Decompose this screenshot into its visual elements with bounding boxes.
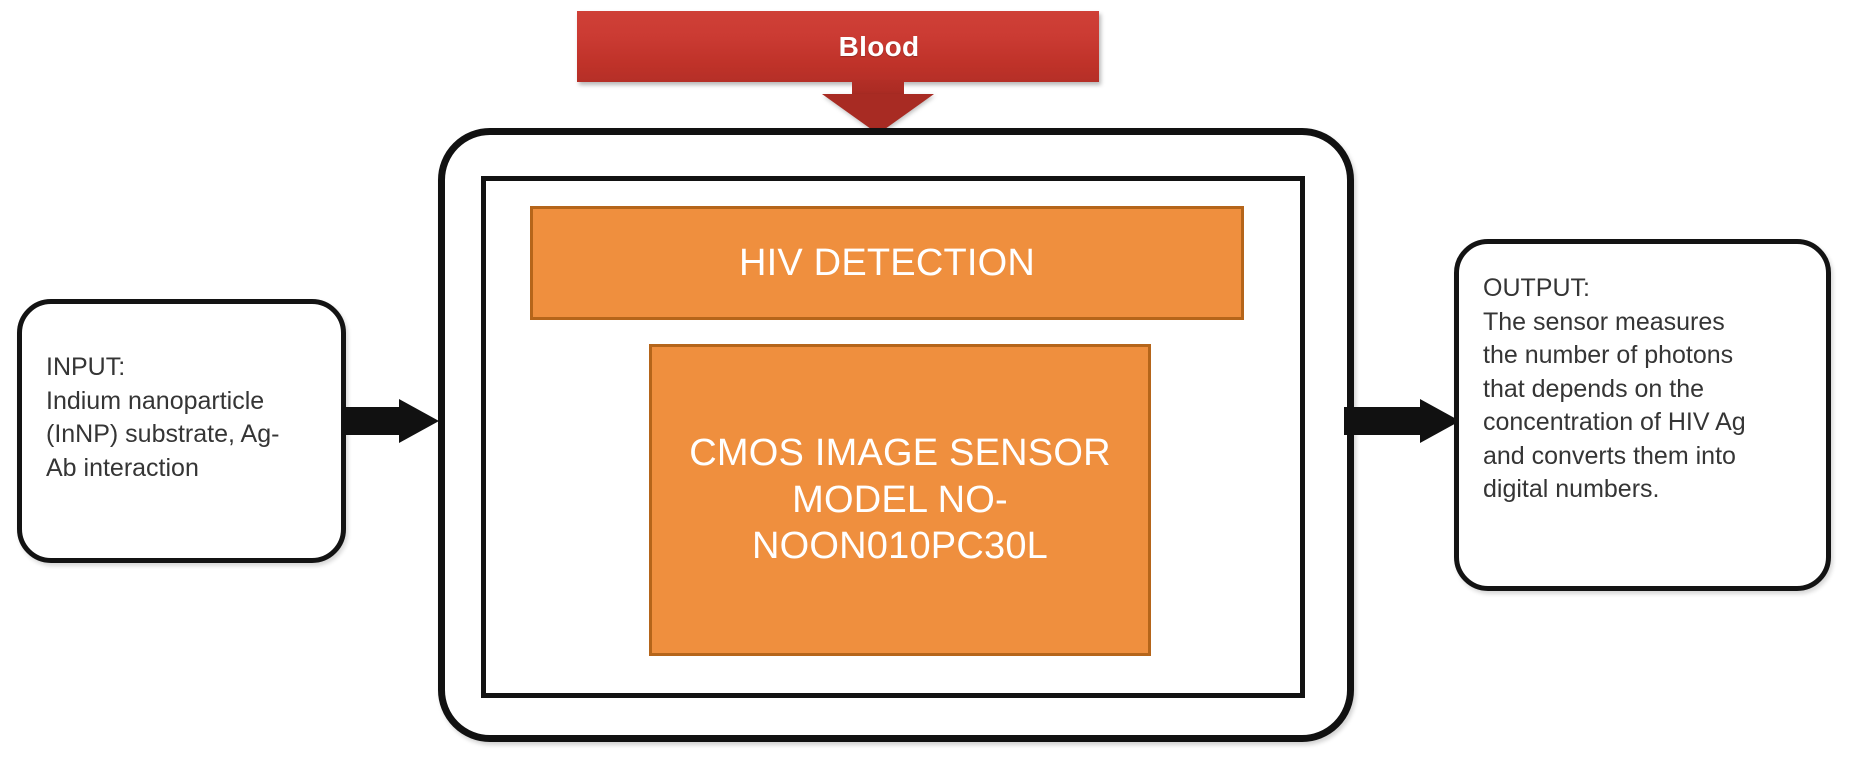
blood-source-label: Blood <box>838 30 920 62</box>
arrow-shaft <box>343 407 401 435</box>
output-box-text: OUTPUT: The sensor measures the number o… <box>1483 274 1746 503</box>
arrow-shaft <box>1344 407 1422 435</box>
arrow-input-to-device <box>343 399 439 443</box>
cmos-sensor-block: CMOS IMAGE SENSOR MODEL NO-NOON010PC30L <box>649 344 1151 656</box>
input-box-text: INPUT: Indium nanoparticle (InNP) substr… <box>46 353 280 482</box>
arrow-head-icon <box>1420 399 1460 443</box>
blood-down-arrow-icon <box>822 94 934 134</box>
arrow-head-icon <box>399 399 439 443</box>
output-box: OUTPUT: The sensor measures the number o… <box>1454 239 1831 591</box>
input-box: INPUT: Indium nanoparticle (InNP) substr… <box>17 299 346 563</box>
arrow-device-to-output <box>1344 399 1460 443</box>
cmos-sensor-label: CMOS IMAGE SENSOR MODEL NO-NOON010PC30L <box>689 432 1111 568</box>
blood-down-arrow-shaft <box>852 80 904 97</box>
blood-source-banner: Blood <box>577 11 1099 82</box>
hiv-detection-label: HIV DETECTION <box>738 241 1036 284</box>
hiv-detection-block: HIV DETECTION <box>530 206 1244 320</box>
